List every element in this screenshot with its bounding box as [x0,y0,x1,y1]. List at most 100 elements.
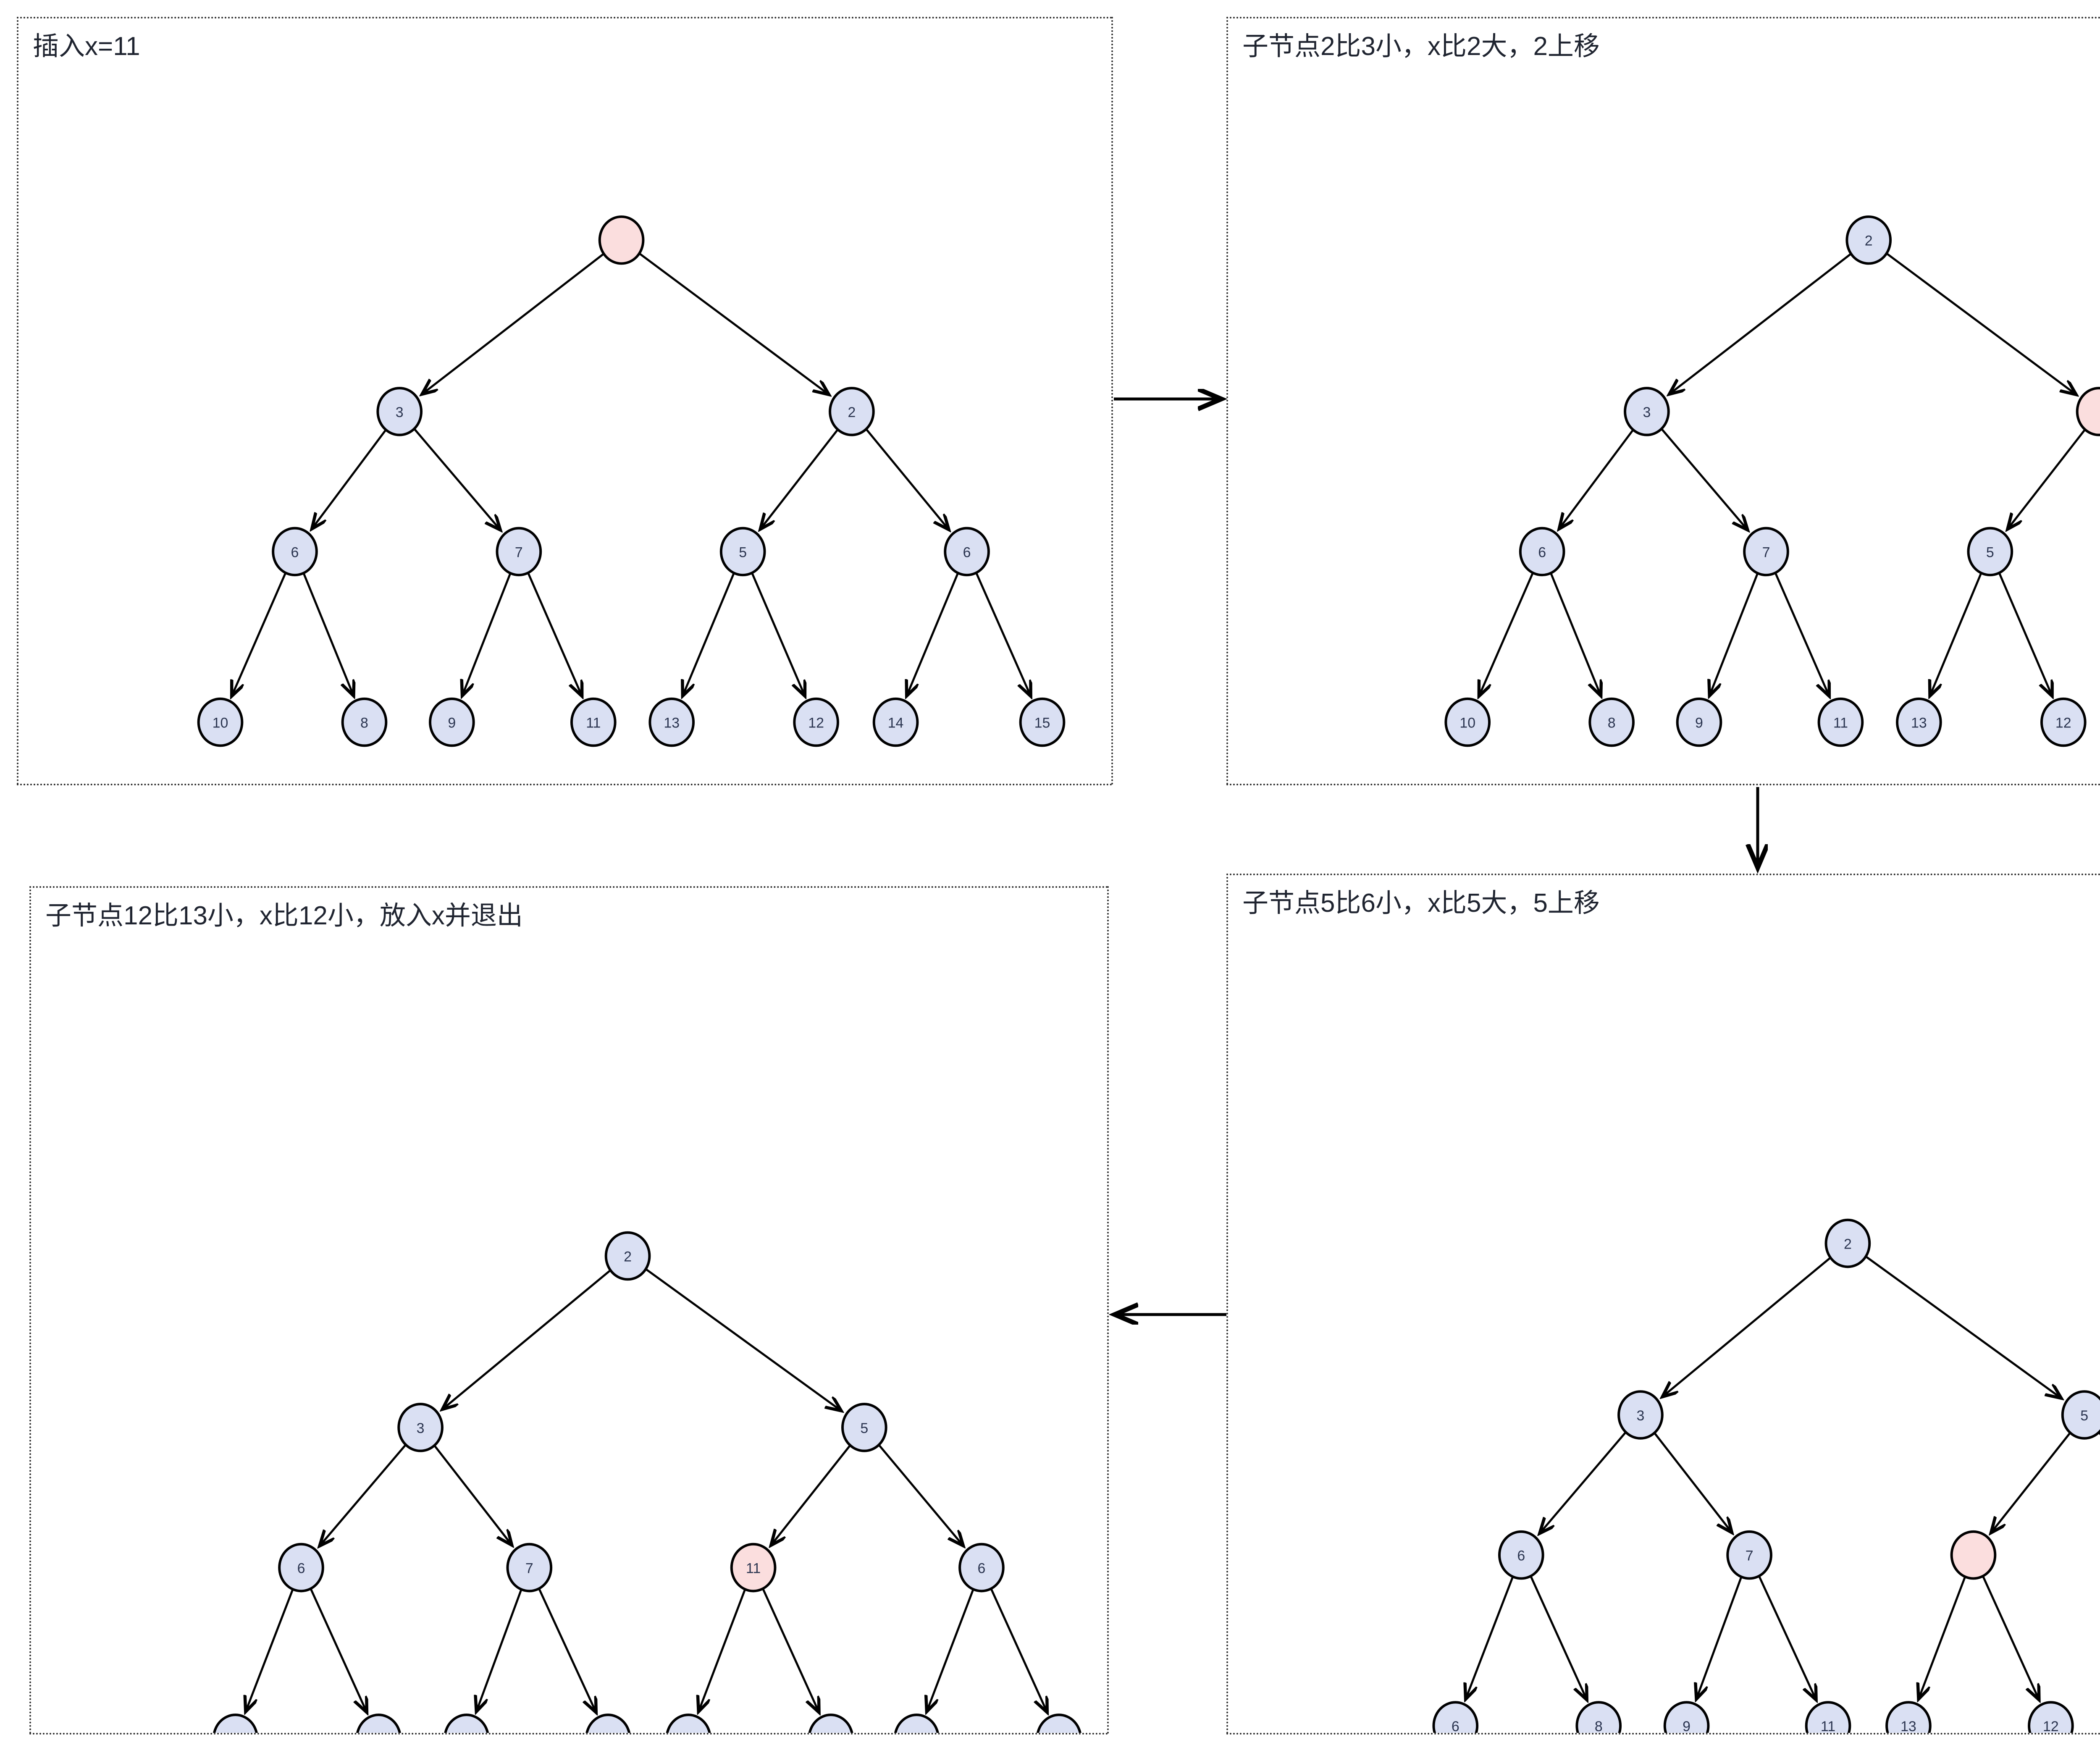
node-circle[interactable] [958,1543,1005,1593]
tree-node[interactable]: 11 [1817,697,1864,747]
tree-node[interactable]: 6 [944,527,990,577]
tree-node[interactable]: 12 [2028,1701,2074,1733]
node-circle[interactable] [1896,697,1942,747]
tree-node[interactable]: 3 [1617,1390,1664,1440]
node-circle[interactable] [356,1714,401,1733]
tree-node[interactable]: 15 [1036,1714,1082,1733]
node-circle[interactable] [2076,387,2100,436]
tree-node[interactable]: 12 [793,697,839,747]
node-circle[interactable] [944,527,990,577]
node-circle[interactable] [585,1714,631,1733]
node-circle[interactable] [1805,1701,1851,1733]
tree-node[interactable]: 13 [666,1714,711,1733]
node-circle[interactable] [793,697,839,747]
tree-node[interactable]: 9 [444,1714,489,1733]
node-circle[interactable] [1432,1701,1479,1733]
tree-node[interactable]: 5 [841,1403,887,1452]
tree-node[interactable]: 5 [1967,527,2013,577]
node-circle[interactable] [648,697,695,747]
tree-node[interactable]: 6 [1519,527,1565,577]
tree-node[interactable]: 6 [1432,1701,1479,1733]
node-circle[interactable] [841,1403,887,1452]
tree-node[interactable]: 14 [872,697,919,747]
tree-node[interactable]: 3 [397,1403,444,1452]
tree-node[interactable]: 8 [356,1714,401,1733]
node-circle[interactable] [1663,1701,1710,1733]
node-circle[interactable] [506,1543,553,1593]
tree-node[interactable]: 11 [585,1714,631,1733]
tree-node[interactable]: 15 [1019,697,1066,747]
node-circle[interactable] [376,387,423,436]
tree-node[interactable]: 9 [428,697,475,747]
node-circle[interactable] [598,215,645,265]
node-circle[interactable] [1617,1390,1664,1440]
tree-node[interactable]: 8 [1588,697,1635,747]
node-circle[interactable] [1676,697,1722,747]
node-circle[interactable] [1588,697,1635,747]
tree-node[interactable]: 6 [1498,1530,1544,1580]
tree-node[interactable]: 9 [1663,1701,1710,1733]
tree-node[interactable]: 6 [272,527,318,577]
tree-node[interactable]: 7 [496,527,542,577]
node-circle[interactable] [604,1231,651,1281]
node-circle[interactable] [428,697,475,747]
tree-node[interactable]: 10 [213,1714,258,1733]
node-circle[interactable] [2040,697,2087,747]
node-circle[interactable] [1967,527,2013,577]
node-circle[interactable] [808,1714,853,1733]
tree-node highlighted-node[interactable] [1950,1530,1997,1580]
tree-node[interactable]: 12 [808,1714,853,1733]
tree-node[interactable]: 14 [894,1714,939,1733]
tree-node[interactable]: 13 [648,697,695,747]
node-circle[interactable] [1019,697,1066,747]
node-circle[interactable] [213,1714,258,1733]
tree-node[interactable]: 8 [1575,1701,1622,1733]
tree-node[interactable]: 7 [1743,527,1789,577]
tree-node[interactable]: 7 [1726,1530,1772,1580]
tree-node[interactable]: 8 [341,697,388,747]
tree-node[interactable]: 2 [829,387,875,436]
node-circle[interactable] [1575,1701,1622,1733]
tree-node[interactable]: 2 [604,1231,651,1281]
node-circle[interactable] [1519,527,1565,577]
tree-node highlighted-node[interactable] [2076,387,2100,436]
node-circle[interactable] [496,527,542,577]
node-circle[interactable] [872,697,919,747]
tree-node[interactable]: 6 [278,1543,324,1593]
node-circle[interactable] [444,1714,489,1733]
tree-node[interactable]: 9 [1676,697,1722,747]
tree-node[interactable]: 12 [2040,697,2087,747]
tree-node[interactable]: 10 [1444,697,1491,747]
node-circle[interactable] [1444,697,1491,747]
node-circle[interactable] [1817,697,1864,747]
node-circle[interactable] [197,697,244,747]
node-circle[interactable] [1885,1701,1932,1733]
tree-node[interactable]: 5 [2061,1390,2100,1440]
node-circle[interactable] [894,1714,939,1733]
tree-node[interactable]: 13 [1885,1701,1932,1733]
node-circle[interactable] [397,1403,444,1452]
tree-node[interactable]: 5 [719,527,766,577]
node-circle[interactable] [1624,387,1670,436]
node-circle[interactable] [1950,1530,1997,1580]
node-circle[interactable] [1824,1218,1871,1268]
tree-node[interactable]: 10 [197,697,244,747]
tree-node[interactable]: 2 [1824,1218,1871,1268]
node-circle[interactable] [1845,215,1892,265]
node-circle[interactable] [829,387,875,436]
node-circle[interactable] [666,1714,711,1733]
tree-node highlighted-node[interactable] [598,215,645,265]
tree-node[interactable]: 3 [1624,387,1670,436]
tree-node highlighted-node[interactable]: 11 [730,1543,777,1593]
node-circle[interactable] [719,527,766,577]
node-circle[interactable] [2061,1390,2100,1440]
node-circle[interactable] [341,697,388,747]
node-circle[interactable] [278,1543,324,1593]
tree-node[interactable]: 2 [1845,215,1892,265]
tree-node[interactable]: 13 [1896,697,1942,747]
node-circle[interactable] [1743,527,1789,577]
tree-node[interactable]: 7 [506,1543,553,1593]
tree-node[interactable]: 11 [1805,1701,1851,1733]
node-circle[interactable] [2028,1701,2074,1733]
tree-node[interactable]: 6 [958,1543,1005,1593]
